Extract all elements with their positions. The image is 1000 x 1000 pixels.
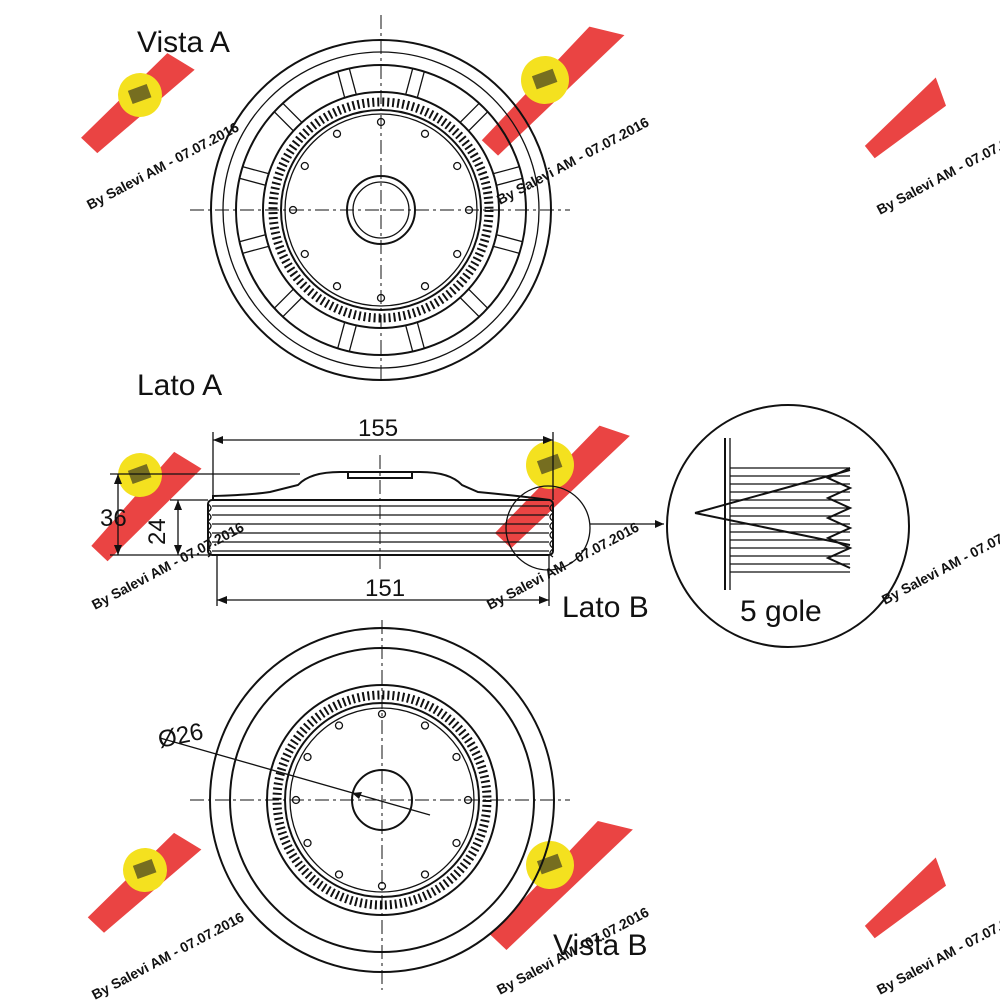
spoke-line	[242, 166, 269, 175]
spoke-line	[348, 68, 357, 95]
groove-detail	[666, 404, 910, 648]
hole	[377, 709, 387, 719]
hole	[332, 282, 342, 291]
hole	[376, 117, 386, 127]
groove-edge	[207, 512, 212, 522]
view-a-title: Vista A	[137, 26, 230, 59]
hole	[464, 205, 474, 215]
watermark-logo	[87, 832, 202, 933]
view-a-front	[190, 15, 570, 381]
groove-edge	[207, 530, 212, 540]
groove-edge	[549, 503, 554, 513]
grooves-count-label: 5 gole	[740, 595, 822, 628]
hole	[377, 881, 387, 891]
spoke-line	[273, 111, 294, 132]
spoke-line	[337, 71, 346, 98]
spoke-line	[337, 322, 346, 349]
spoke-line	[405, 68, 414, 95]
hole	[300, 161, 309, 171]
groove-edge	[549, 512, 554, 522]
view-b-rear: Ø26	[156, 620, 570, 990]
hole	[420, 282, 430, 291]
spoke-line	[282, 102, 303, 123]
spoke-line	[468, 111, 489, 132]
watermark-logo	[481, 26, 625, 156]
dim-hub-width: 151	[365, 575, 405, 602]
hole	[452, 752, 461, 762]
hole	[303, 838, 312, 848]
side-b-label: Lato B	[562, 591, 649, 624]
spoke-line	[468, 288, 489, 309]
hole	[332, 129, 342, 138]
mounting-holes	[288, 117, 474, 303]
spoke-line	[273, 288, 294, 309]
watermark-logo	[81, 53, 195, 154]
hole	[420, 721, 430, 730]
hole	[452, 838, 461, 848]
side-view: 155 151 36 24	[100, 415, 664, 606]
watermark-logo	[494, 425, 630, 549]
spoke-line	[282, 297, 303, 318]
hole	[291, 795, 301, 805]
watermark-logo	[864, 77, 947, 159]
groove-edge	[549, 530, 554, 540]
spoke-line	[348, 325, 357, 352]
hole	[376, 293, 386, 303]
dim-belt-height: 24	[144, 518, 171, 545]
groove-edge	[549, 521, 554, 531]
groove-edge	[207, 503, 212, 513]
hole	[334, 870, 344, 879]
mounting-holes	[291, 709, 473, 891]
groove-edge	[549, 548, 554, 558]
pulley-spokes	[239, 68, 523, 352]
spoke-line	[493, 166, 520, 175]
hole	[453, 161, 462, 171]
watermark-logo	[490, 820, 633, 951]
spoke-line	[459, 102, 480, 123]
dim-outer-width: 155	[358, 415, 398, 442]
spoke-line	[242, 245, 269, 254]
hole	[453, 249, 462, 259]
spoke-line	[416, 322, 425, 349]
spoke-line	[496, 177, 523, 186]
hole	[303, 752, 312, 762]
watermark-text: By Salevi AM - 07.07.2016	[879, 514, 1000, 608]
spoke-line	[416, 71, 425, 98]
hole	[420, 870, 430, 879]
watermark-logo	[91, 451, 202, 562]
spoke-line	[496, 234, 523, 243]
hole	[463, 795, 473, 805]
spoke-line	[405, 325, 414, 352]
groove-edge	[549, 539, 554, 549]
spoke-line	[459, 297, 480, 318]
groove-edge	[207, 548, 212, 558]
hole	[420, 129, 430, 138]
groove-edge	[207, 539, 212, 549]
dim-total-height: 36	[100, 505, 127, 532]
watermark-logo	[864, 857, 947, 939]
hole	[334, 721, 344, 730]
groove-profile	[825, 467, 853, 569]
groove-edge	[207, 521, 212, 531]
view-b-title: Vista B	[553, 929, 648, 962]
spoke-line	[239, 177, 266, 186]
spoke-line	[239, 234, 266, 243]
side-a-label: Lato A	[137, 369, 222, 402]
hole	[300, 249, 309, 259]
hole	[288, 205, 298, 215]
spoke-line	[493, 245, 520, 254]
